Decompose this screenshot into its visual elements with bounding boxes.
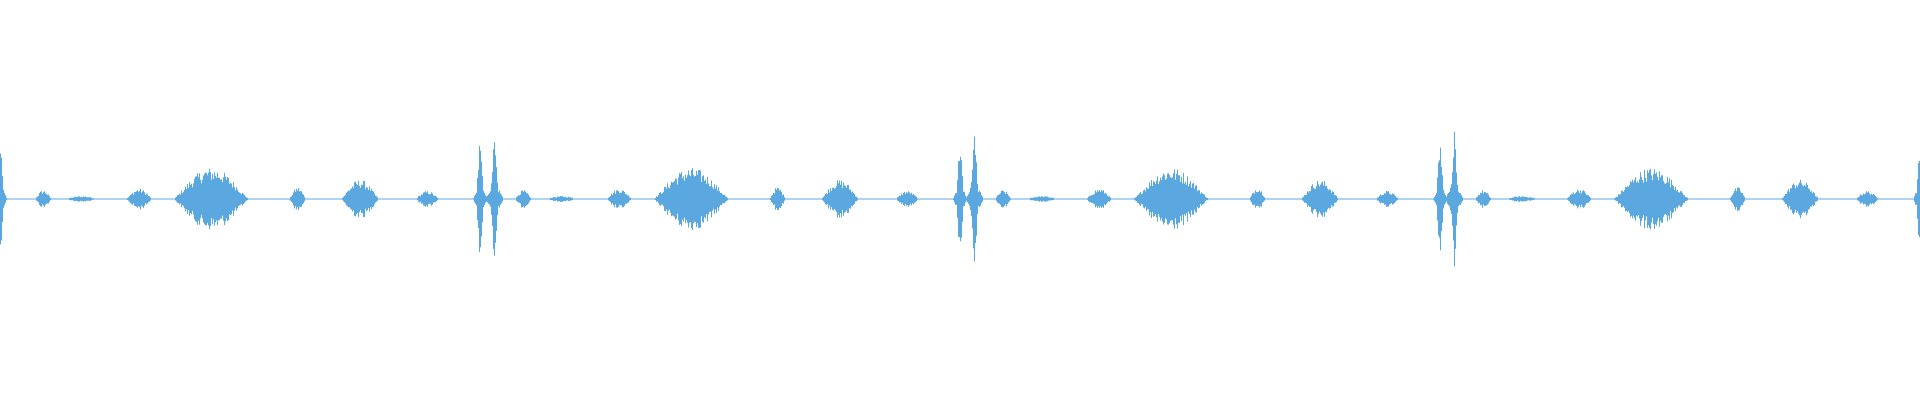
waveform-bars bbox=[0, 131, 1920, 267]
waveform-path bbox=[0, 131, 1920, 267]
